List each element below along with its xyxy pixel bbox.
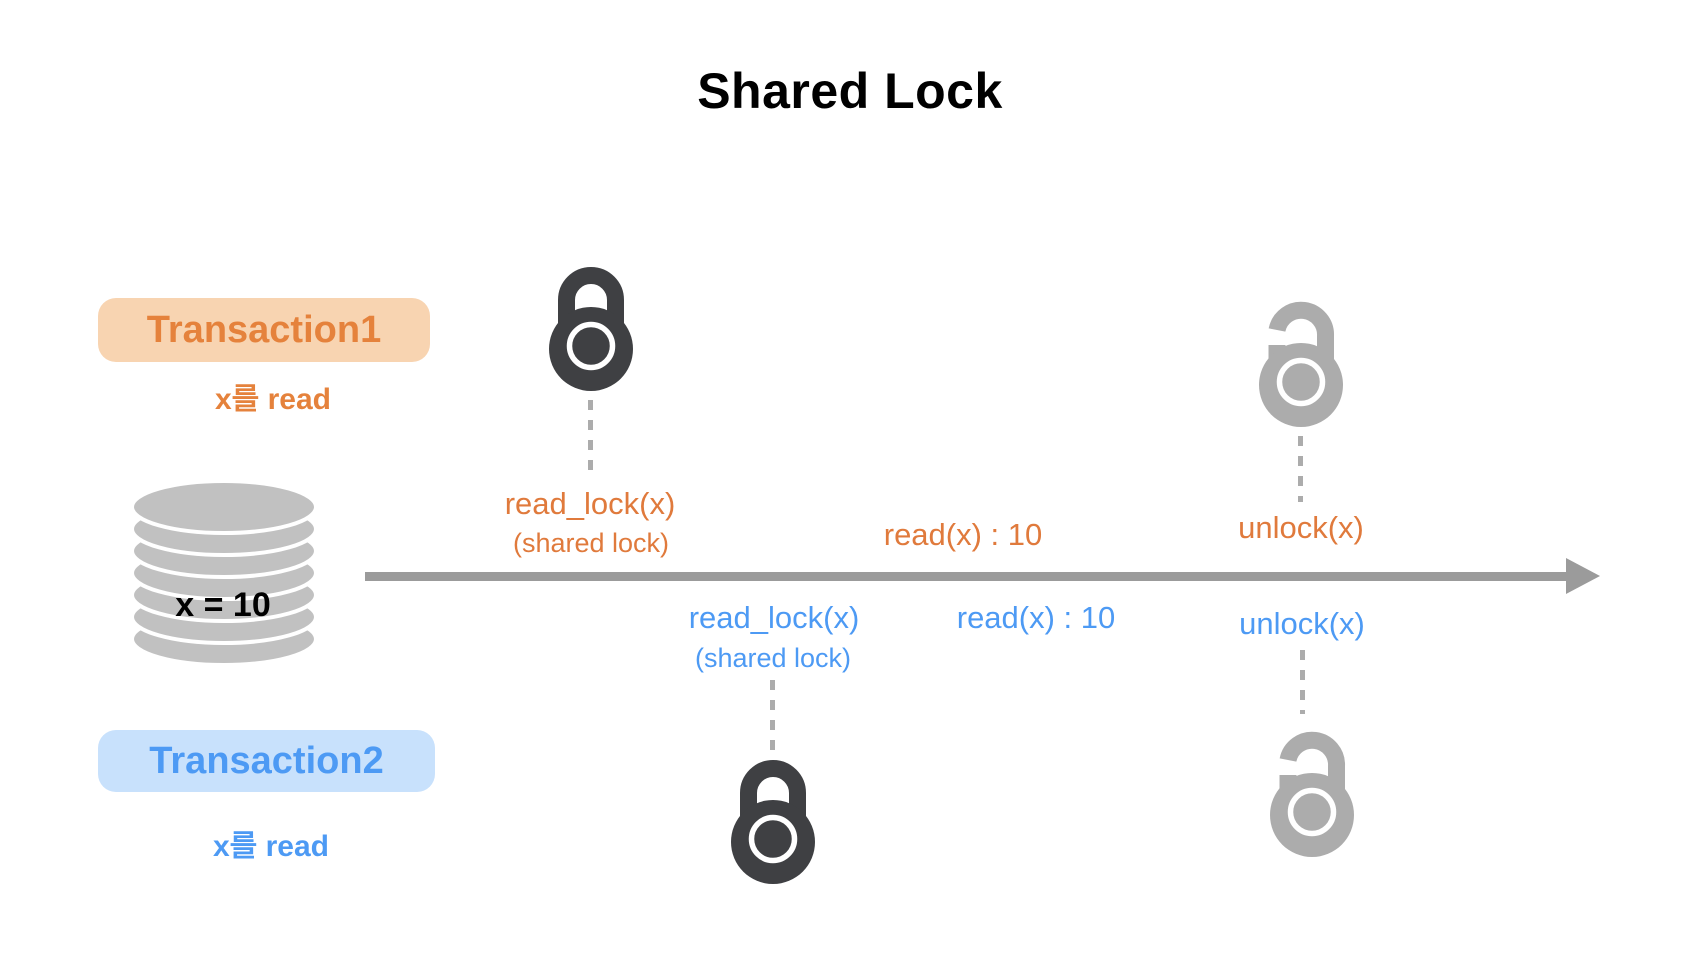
t1-read-lock-label: read_lock(x) bbox=[504, 486, 676, 521]
database-cylinder-icon bbox=[130, 479, 318, 667]
padlock-locked-icon-transaction1 bbox=[546, 252, 636, 392]
dashed-connector-t1-unlock bbox=[1298, 436, 1303, 502]
t1-shared-lock-label: (shared lock) bbox=[512, 528, 670, 558]
t2-read-result-label: read(x) : 10 bbox=[956, 600, 1116, 635]
dashed-connector-t2-lock bbox=[770, 680, 775, 750]
database-value-label: x = 10 bbox=[175, 586, 271, 624]
transaction1-action-label: x를 read bbox=[215, 383, 331, 416]
dashed-connector-t1-lock bbox=[588, 400, 593, 470]
transaction1-label: Transaction1 bbox=[146, 308, 382, 351]
padlock-locked-icon-transaction2 bbox=[728, 745, 818, 885]
timeline-arrowhead-icon bbox=[1566, 558, 1600, 594]
t1-unlock-label: unlock(x) bbox=[1238, 510, 1364, 545]
t2-shared-lock-label: (shared lock) bbox=[694, 643, 852, 673]
transaction2-action-label: x를 read bbox=[213, 830, 329, 863]
padlock-unlocked-icon-transaction1 bbox=[1256, 288, 1346, 428]
t2-read-lock-label: read_lock(x) bbox=[688, 600, 860, 635]
transaction2-label: Transaction2 bbox=[149, 739, 384, 782]
dashed-connector-t2-unlock bbox=[1300, 650, 1305, 714]
padlock-unlocked-icon-transaction2 bbox=[1267, 718, 1357, 858]
t1-read-result-label: read(x) : 10 bbox=[883, 517, 1043, 552]
transaction2-badge: Transaction2 bbox=[98, 730, 435, 792]
t2-unlock-label: unlock(x) bbox=[1239, 606, 1365, 641]
transaction1-badge: Transaction1 bbox=[98, 298, 430, 362]
diagram-title: Shared Lock bbox=[697, 63, 1003, 119]
timeline-arrow bbox=[365, 572, 1570, 581]
